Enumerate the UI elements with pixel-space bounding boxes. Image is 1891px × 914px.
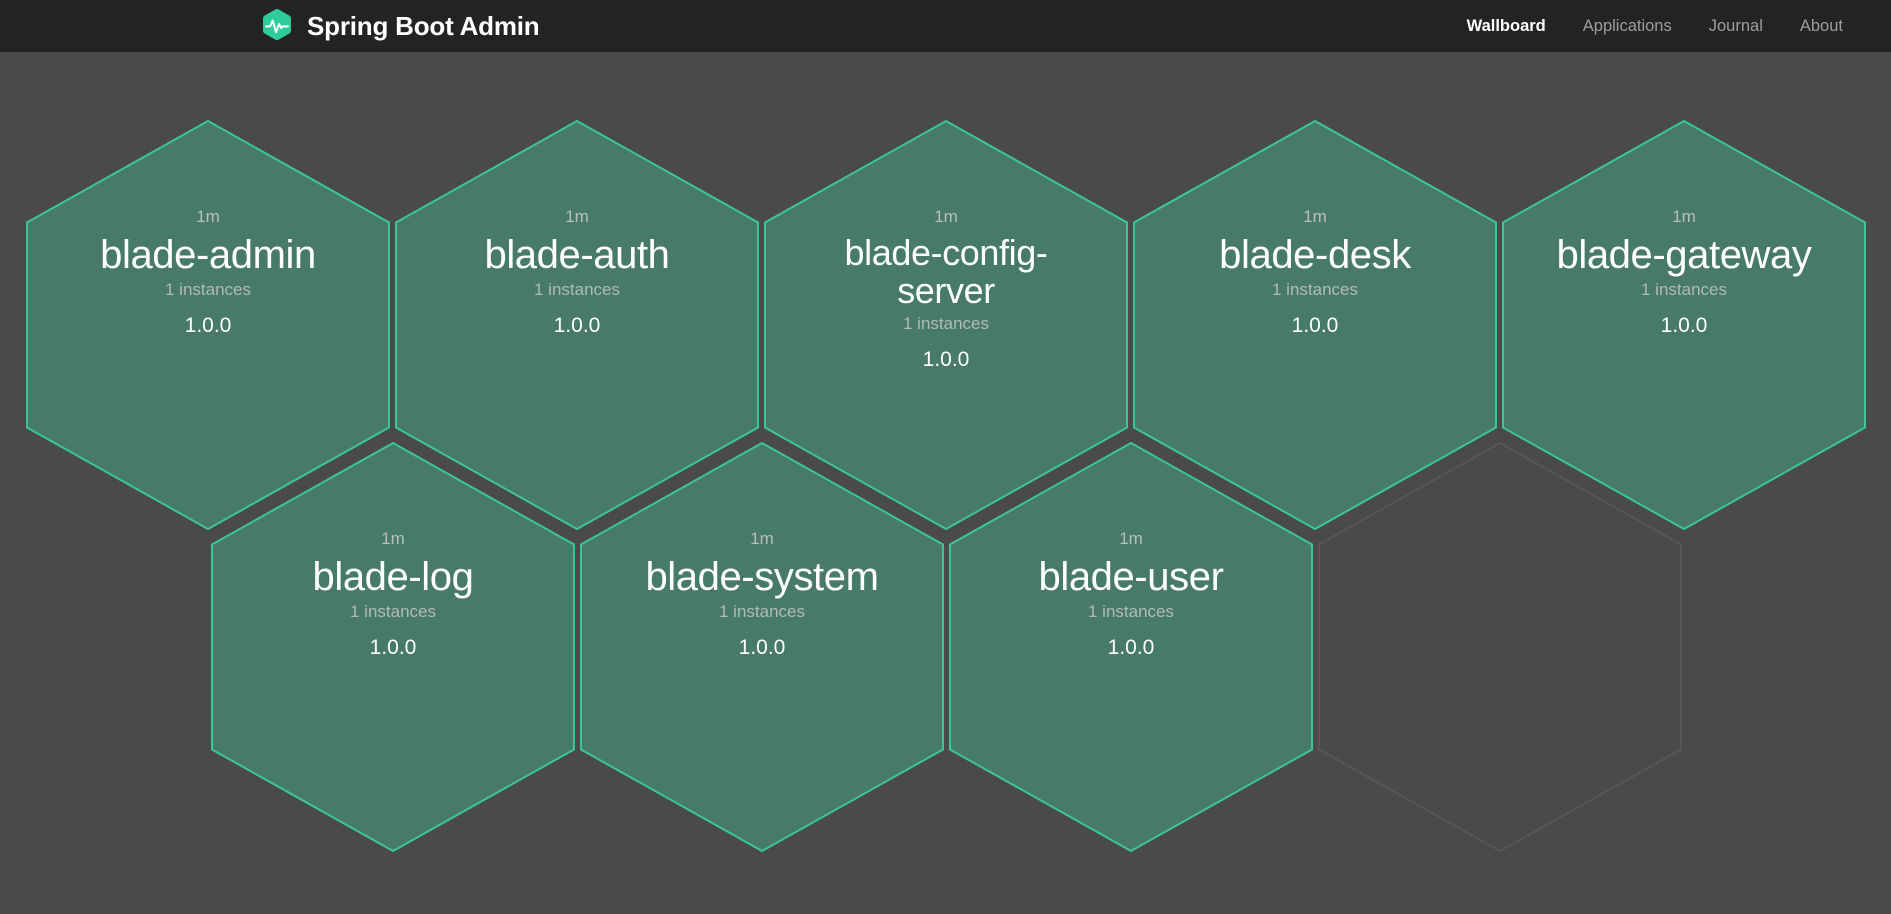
nav-link-about[interactable]: About <box>1799 16 1843 35</box>
main-navigation: Wallboard Applications Journal About <box>1467 17 1843 36</box>
heartbeat-hexagon-logo-icon <box>263 9 291 41</box>
nav-link-journal[interactable]: Journal <box>1708 16 1763 35</box>
brand-title: Spring Boot Admin <box>307 10 540 41</box>
nav-link-applications[interactable]: Applications <box>1582 16 1672 35</box>
nav-link-wallboard[interactable]: Wallboard <box>1466 16 1546 35</box>
wallboard-hexagon-placeholder-0 <box>1318 441 1682 853</box>
brand-home-link[interactable]: Spring Boot Admin <box>258 7 540 45</box>
top-navbar: Spring Boot Admin Wallboard Applications J… <box>0 0 1891 52</box>
